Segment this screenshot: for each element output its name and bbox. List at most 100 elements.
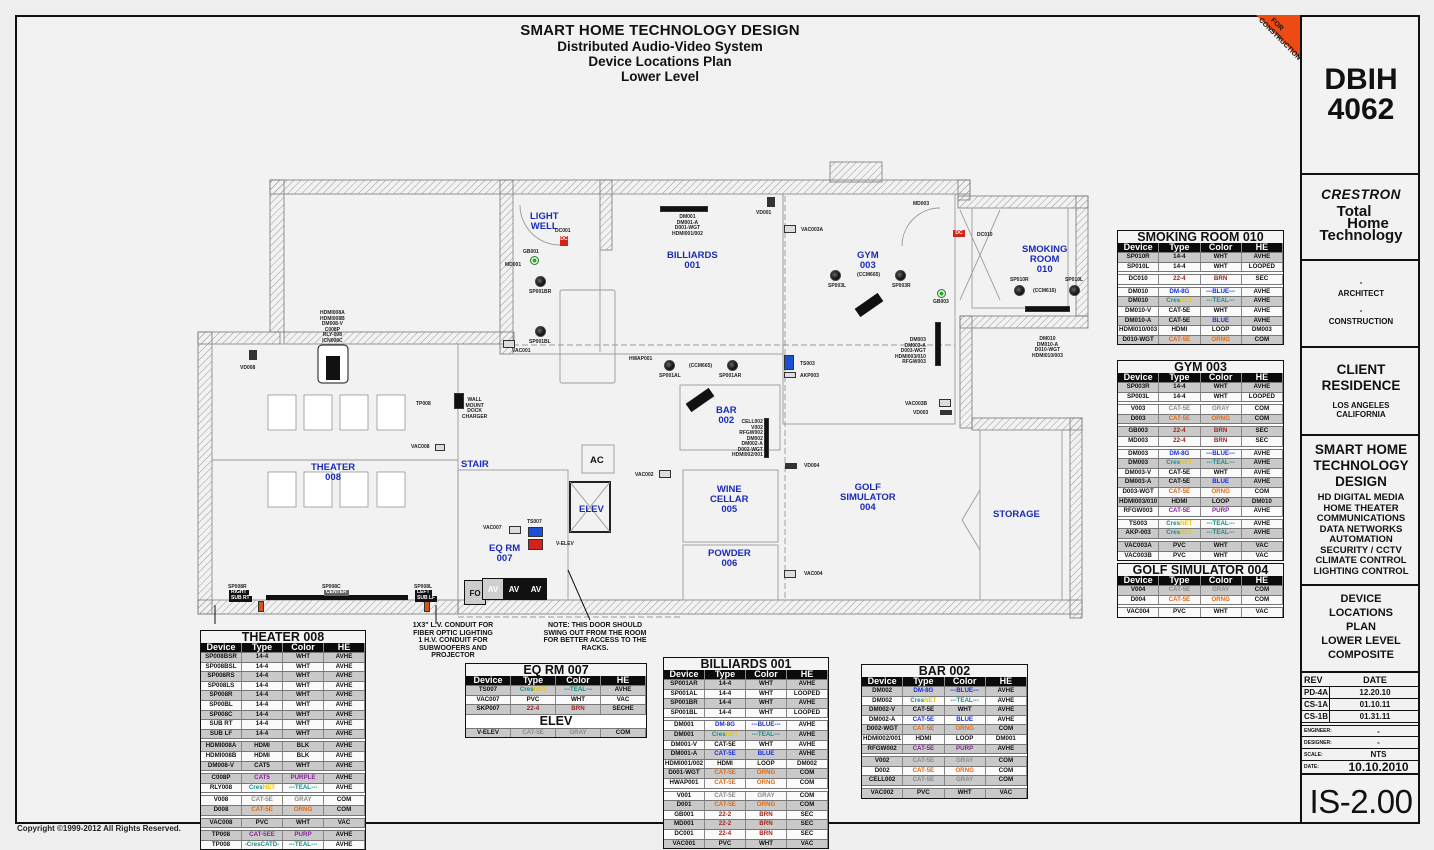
- firm-line1: SMART HOME: [1314, 442, 1408, 457]
- table-cell: DM-8G: [1159, 449, 1201, 459]
- table-cell: WHT: [1201, 392, 1242, 402]
- revision-rev: CS-1B: [1304, 711, 1330, 722]
- brand-box: CRESTRON Total Home Technology: [1302, 175, 1420, 261]
- gym-tv-mount[interactable]: [935, 322, 941, 366]
- vacuum-vac002[interactable]: [659, 470, 671, 478]
- table-cell: AVHE: [986, 744, 1027, 754]
- stack-label-line: 1 H.V. CONDUIT FOR: [418, 637, 488, 644]
- video-vd004[interactable]: [785, 463, 797, 469]
- outlet-sub-rt[interactable]: [258, 601, 264, 612]
- bar-tv-mount[interactable]: [764, 418, 769, 458]
- vacuum-vac001[interactable]: [503, 340, 515, 348]
- table-cell: ORNG: [1201, 595, 1242, 605]
- table-cell: COM: [986, 725, 1027, 734]
- label-sp001br: SP001BR: [529, 289, 552, 295]
- table-cell: PVC: [1159, 551, 1201, 561]
- speaker-sp001ar[interactable]: [727, 360, 738, 371]
- table-cell: SECHE: [601, 705, 646, 714]
- video-vd003[interactable]: [940, 410, 952, 415]
- rack-av-1[interactable]: AV: [482, 578, 504, 600]
- dock-tp008[interactable]: [454, 393, 464, 409]
- table-cell: AVHE: [324, 761, 365, 771]
- table-cell: VAC002: [862, 788, 904, 798]
- table-cell: AVHE: [324, 662, 365, 672]
- rack-av-2[interactable]: AV: [503, 578, 525, 600]
- table-cell: DM010: [1118, 297, 1160, 306]
- cresnet-cres: Cres: [711, 730, 726, 738]
- table-cell: CresNET: [1159, 297, 1201, 306]
- rack-av-3[interactable]: AV: [525, 578, 547, 600]
- theater-seating: [267, 394, 406, 508]
- speaker-sp003r[interactable]: [895, 270, 906, 281]
- table-cell: SEC: [787, 820, 828, 829]
- table-cell: SP008RS: [201, 672, 242, 681]
- table-cell: AVHE: [324, 720, 365, 729]
- outlet-sub-lf[interactable]: [424, 601, 430, 612]
- table-cell: LOOP: [945, 734, 986, 744]
- label-vd004: VD004: [804, 463, 820, 469]
- table-cell: DM002-A: [862, 715, 904, 725]
- keypad-akp003[interactable]: [784, 372, 796, 378]
- billiards-tv-mount[interactable]: [660, 206, 708, 212]
- label-vac003a: VAC003A: [801, 227, 824, 233]
- table-cell: DC010: [1118, 275, 1160, 284]
- group-separator: [664, 787, 828, 791]
- table-cell: GRAY: [746, 791, 787, 801]
- keypad-skp007[interactable]: [528, 539, 543, 550]
- door-contact-dc010[interactable]: DC: [953, 230, 965, 237]
- speaker-sp001bl[interactable]: [535, 326, 546, 337]
- glassbreak-gb001[interactable]: [530, 256, 539, 265]
- speaker-sp001al[interactable]: [664, 360, 675, 371]
- service-item: LIGHTING CONTROL: [1313, 565, 1409, 577]
- table-cell: D003-WGT: [1118, 487, 1160, 497]
- table-title: GYM 003: [1118, 361, 1283, 373]
- vacuum-vac003a[interactable]: [784, 225, 796, 233]
- speaker-sp010l[interactable]: [1069, 285, 1080, 296]
- vacuum-vac007[interactable]: [509, 526, 521, 534]
- glassbreak-gb003[interactable]: [937, 289, 946, 298]
- cresnet-cres: Cres: [1166, 297, 1181, 305]
- vacuum-vac008[interactable]: [435, 444, 445, 451]
- stack-label-line: MOUNT: [465, 402, 484, 409]
- drawing-title-5: COMPOSITE: [1327, 649, 1394, 661]
- door-contact-dc001[interactable]: DC: [560, 236, 568, 246]
- table-cell: 22-4: [1159, 436, 1201, 446]
- speaker-sp003l[interactable]: [830, 270, 841, 281]
- table-cell: SP008BSL: [201, 662, 242, 672]
- video-vd001[interactable]: [767, 197, 775, 207]
- table-cell: WHT: [283, 761, 324, 771]
- touchscreen-ts007[interactable]: [528, 527, 543, 537]
- service-item: COMMUNICATIONS: [1316, 513, 1406, 524]
- table-cell: DM001: [664, 721, 705, 730]
- title-line2: Distributed Audio-Video System: [557, 39, 763, 54]
- vacuum-vac003b[interactable]: [939, 399, 951, 407]
- drawing-title-2: LOCATIONS: [1329, 607, 1393, 619]
- speaker-sp010r[interactable]: [1014, 285, 1025, 296]
- table-cell: ORNG: [945, 766, 986, 776]
- table-cell: COM: [1242, 335, 1283, 345]
- speaker-sp001br[interactable]: [535, 276, 546, 287]
- video-vd008[interactable]: [249, 350, 257, 360]
- vacuum-vac004[interactable]: [784, 570, 796, 578]
- table-cell: CresNET: [1159, 519, 1201, 529]
- table-cell: 14-4: [705, 689, 746, 699]
- touchscreen-ts003[interactable]: [784, 355, 794, 370]
- revision-date: 01.10.11: [1359, 700, 1391, 709]
- column-header: Type: [1159, 576, 1201, 585]
- table-cell: AVHE: [1242, 468, 1283, 478]
- smoking-tv-mount[interactable]: [1025, 306, 1070, 312]
- table-cell: CresNET: [1159, 529, 1201, 538]
- table-cell: GRAY: [283, 796, 324, 805]
